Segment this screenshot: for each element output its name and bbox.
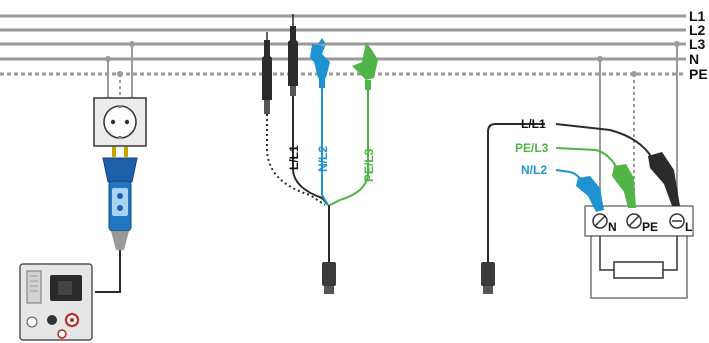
instrument-icon bbox=[19, 263, 93, 341]
crocodile-clip-icon bbox=[310, 38, 330, 88]
lead-label-black-mid: L/L1 bbox=[287, 145, 301, 170]
crocodile-clip-icon-3 bbox=[576, 176, 604, 212]
load-resistor-icon bbox=[613, 261, 664, 279]
test-leads-middle: L/L1 N/L2 PE/L3 bbox=[262, 14, 378, 294]
connector-plug-icon bbox=[322, 262, 336, 294]
test-probe-icon bbox=[262, 32, 272, 114]
lead-label-black-right: L/L1 bbox=[521, 117, 546, 131]
lead-label-green-right: PE/L3 bbox=[515, 141, 549, 155]
terminal-label-l: L bbox=[685, 220, 692, 234]
load-branch: N PE L L/L1 PE/L3 N/L2 bbox=[481, 41, 694, 299]
crocodile-clip-icon-5 bbox=[648, 152, 680, 206]
socket-icon bbox=[93, 97, 147, 147]
rail-label-pe: PE bbox=[689, 66, 708, 82]
rail-label-l3: L3 bbox=[689, 36, 706, 52]
connector-plug-icon-2 bbox=[481, 262, 495, 294]
terminal-label-pe: PE bbox=[642, 220, 658, 234]
terminal-screw-icon-3 bbox=[669, 213, 685, 229]
socket-branch bbox=[19, 41, 147, 341]
terminal-screw-icon-2 bbox=[626, 213, 642, 229]
rail-label-l2: L2 bbox=[689, 22, 706, 38]
terminal-label-n: N bbox=[608, 220, 617, 234]
crocodile-clip-icon-4 bbox=[612, 164, 636, 208]
plug-adapter-icon bbox=[102, 147, 138, 250]
lead-label-blue-right: N/L2 bbox=[521, 163, 547, 177]
lead-label-blue-mid: N/L2 bbox=[316, 146, 330, 172]
lead-label-green-mid: PE/L3 bbox=[362, 148, 376, 182]
rail-label-l1: L1 bbox=[689, 8, 706, 24]
terminal-screw-icon bbox=[592, 213, 608, 229]
rail-label-n: N bbox=[689, 51, 699, 67]
crocodile-clip-icon-2 bbox=[352, 42, 378, 90]
supply-rails: L1 L2 L3 N PE bbox=[0, 8, 708, 82]
test-probe-icon-2 bbox=[288, 14, 298, 96]
